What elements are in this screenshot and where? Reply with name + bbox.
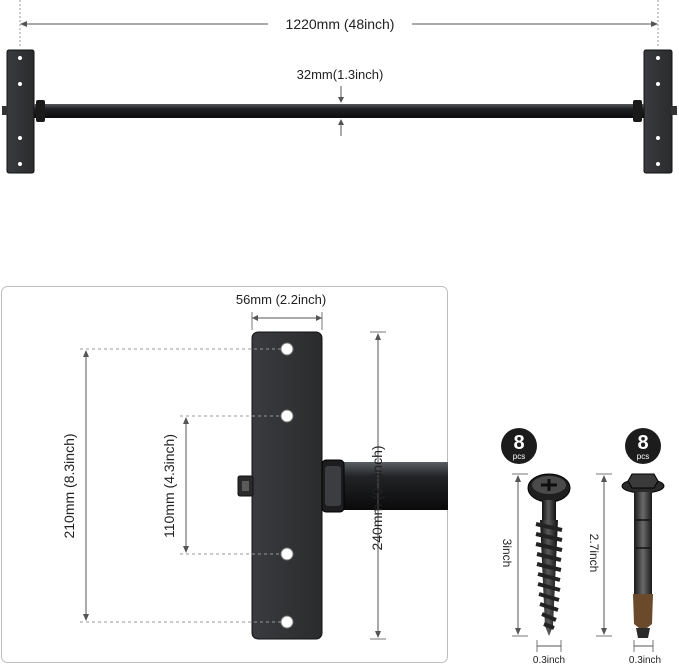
screw-count: 8 bbox=[513, 432, 524, 454]
plate-hole bbox=[656, 162, 660, 166]
bar-stub-nut-face bbox=[325, 466, 341, 506]
plate-width-label: 56mm (2.2inch) bbox=[236, 292, 326, 307]
arrow-down-icon bbox=[601, 628, 607, 635]
diameter-label: 32mm(1.3inch) bbox=[297, 67, 384, 82]
plate-hole bbox=[18, 82, 22, 86]
right-bar-nut bbox=[633, 100, 642, 122]
length-label: 1220mm (48inch) bbox=[286, 16, 395, 32]
outer-hole-spacing-label: 210mm (8.3inch) bbox=[61, 433, 77, 538]
arrow-up-icon bbox=[515, 475, 521, 482]
plate-hole bbox=[656, 82, 660, 86]
right-wall-plate bbox=[643, 49, 673, 174]
arrow-down-icon bbox=[375, 631, 381, 638]
anchor-count-badge bbox=[625, 428, 661, 464]
plate-hole-top-outer bbox=[280, 342, 294, 356]
left-bar-nut bbox=[36, 100, 45, 122]
expansion-anchor-view: 8 pcs 2.7inch 0.3inch bbox=[587, 428, 665, 666]
plate-hole-top-inner bbox=[280, 409, 294, 423]
anchor-length-label: 2.7inch bbox=[587, 534, 601, 573]
anchor-hex-head bbox=[627, 473, 659, 489]
anchor-sleeve-groove bbox=[636, 519, 650, 549]
anchor-width-label: 0.3inch bbox=[629, 655, 661, 666]
anchor-count: 8 bbox=[637, 432, 648, 454]
arrow-down-icon bbox=[183, 546, 189, 553]
left-end-bolt bbox=[2, 106, 8, 115]
arrow-up-icon bbox=[83, 350, 89, 357]
arrow-left-icon bbox=[20, 21, 27, 27]
anchor-sleeve bbox=[634, 492, 652, 594]
screw-thread bbox=[535, 520, 563, 636]
arrow-up-icon bbox=[375, 333, 381, 340]
full-bar-view: 1220mm (48inch) 32mm(1.3inch) bbox=[2, 0, 677, 174]
plate-hole bbox=[18, 56, 22, 60]
wall-plate-closeup bbox=[251, 331, 323, 640]
arrow-down-icon bbox=[83, 614, 89, 621]
screw-length-label: 3inch bbox=[500, 539, 514, 568]
screw-count-badge bbox=[501, 428, 537, 464]
plate-hole bbox=[656, 56, 660, 60]
anchor-expansion-end bbox=[633, 594, 653, 628]
bar-stub bbox=[340, 462, 448, 510]
screw-unit: pcs bbox=[513, 452, 525, 461]
arrow-up-icon bbox=[601, 475, 607, 482]
plate-hole bbox=[18, 136, 22, 140]
plate-hole bbox=[656, 136, 660, 140]
arrow-down-icon bbox=[515, 628, 521, 635]
arrow-left-icon bbox=[252, 315, 258, 321]
right-end-bolt bbox=[671, 106, 677, 115]
wood-screw-view: 8 pcs 3inch 0.3inch bbox=[500, 428, 571, 666]
arrow-right-icon bbox=[316, 315, 322, 321]
phillips-icon bbox=[541, 479, 557, 491]
pull-up-bar bbox=[34, 104, 644, 118]
plate-detail-view: 56mm (2.2inch) 210mm (8.3inch) 110mm bbox=[1, 286, 448, 663]
anchor-unit: pcs bbox=[637, 452, 649, 461]
plate-hole-bottom-inner bbox=[280, 547, 294, 561]
plate-height-label: 240mm (9.4inch) bbox=[369, 445, 385, 550]
arrow-right-icon bbox=[651, 21, 658, 27]
arrow-down-icon bbox=[338, 97, 344, 103]
arrow-up-icon bbox=[183, 417, 189, 424]
left-wall-plate bbox=[6, 49, 35, 174]
screw-width-label: 0.3inch bbox=[533, 655, 565, 666]
anchor-tip bbox=[636, 628, 650, 638]
inner-hole-spacing-label: 110mm (4.3inch) bbox=[161, 434, 177, 538]
arrow-up-icon bbox=[338, 119, 344, 125]
plate-hole bbox=[18, 162, 22, 166]
screw-shank bbox=[542, 500, 556, 520]
bolt-head-highlight bbox=[242, 481, 249, 491]
plate-hole-bottom-outer bbox=[280, 615, 294, 629]
